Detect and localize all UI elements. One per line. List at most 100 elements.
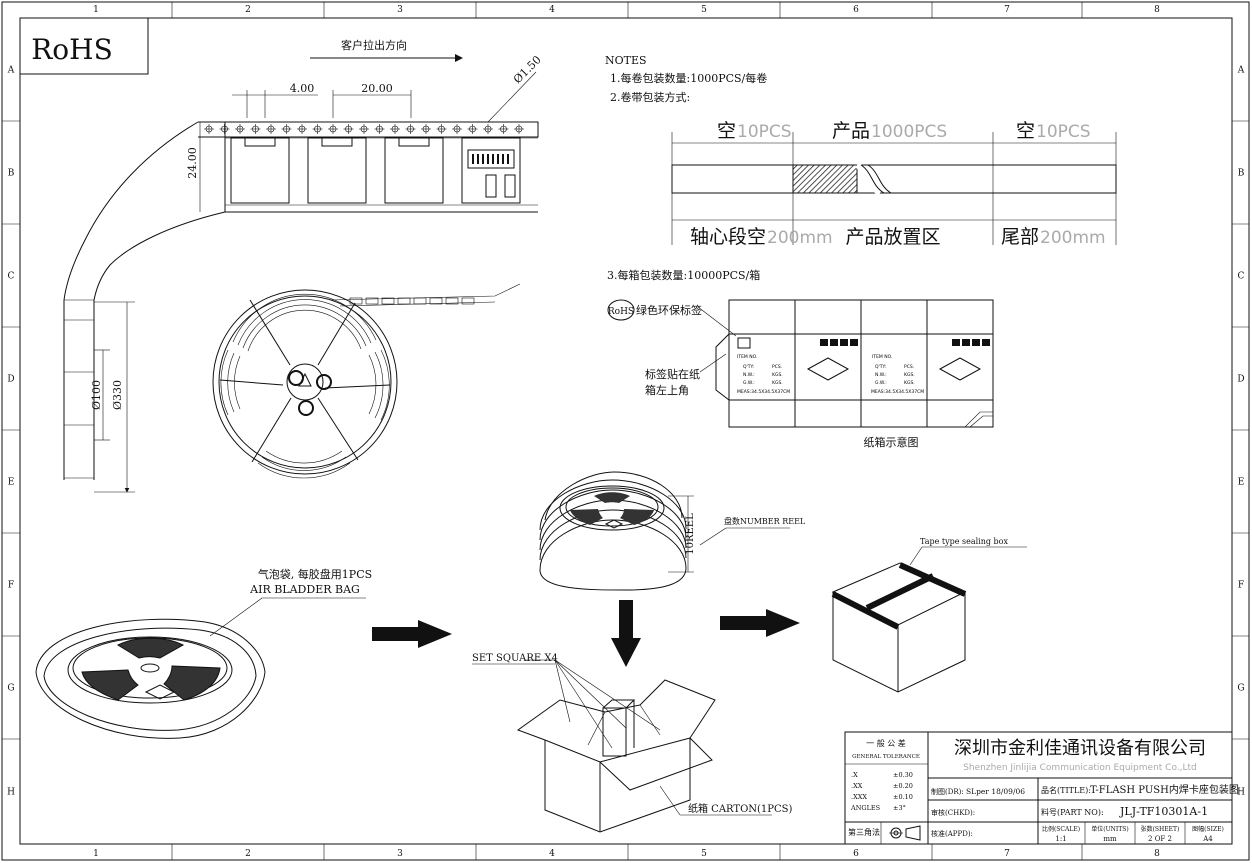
column-label: 1 — [93, 5, 99, 15]
company-name-cn: 深圳市金利佳通讯设备有限公司 — [954, 738, 1206, 759]
item-no-label: ITEM NO. — [737, 354, 757, 360]
drawn-by-label: 制图(DR): — [931, 787, 964, 796]
pull-direction-label: 客户拉出方向 — [341, 38, 407, 52]
tolerance-value: ±0.20 — [893, 782, 913, 790]
projection-label: 第三角法 — [848, 827, 880, 837]
reel-front-view — [212, 283, 521, 479]
tail-length: 200mm — [1040, 228, 1106, 248]
pocket-pitch-dimension: 20.00 — [361, 82, 393, 95]
row-label: D — [1237, 375, 1244, 385]
pitch-dimension: 4.00 — [290, 82, 315, 95]
product-qty: 1000PCS — [871, 122, 947, 142]
eco-label-text: 绿色环保标签 — [636, 303, 702, 317]
column-label: 5 — [701, 849, 707, 859]
pcs-unit-2: PCS. — [904, 364, 914, 370]
row-label: G — [1237, 684, 1244, 694]
carton-panel-left: ITEM NO. Q'TY: PCS. N.W.: KGS. G.W.: KGS… — [737, 354, 790, 395]
row-label: C — [1238, 272, 1245, 282]
tape-layout-diagram: 空 10PCS 产品 1000PCS 空 10PCS 轴心段空 200mm 产品… — [671, 120, 1117, 248]
meas-label: MEAS:34.5X34.5X37CM — [737, 389, 790, 395]
drawing-title: T-FLASH PUSH内焊卡座包装图 — [1090, 783, 1239, 796]
column-label: 7 — [1004, 5, 1010, 15]
bubble-bag-reel: 气泡袋, 每胶盘用1PCS AIR BLADDER BAG — [35, 567, 372, 739]
tolerance-value: ±3° — [893, 804, 906, 812]
reel-stack: 10REEL 盘数NUMBER REEL — [539, 471, 806, 591]
arrow-right-2 — [720, 609, 800, 637]
column-label: 4 — [549, 5, 555, 15]
nw-unit: KGS. — [772, 372, 783, 378]
row-label: E — [8, 478, 15, 488]
product-label: 产品 — [832, 120, 870, 142]
rohs-logo-text: RoHS — [31, 33, 113, 66]
gw-label-2: G.W.: — [875, 380, 887, 386]
row-label: C — [8, 272, 15, 282]
sheet-label: 张数(SHEET) — [1141, 825, 1180, 833]
scale-label: 比例(SCALE) — [1042, 825, 1080, 833]
size-label: 图幅(SIZE) — [1192, 825, 1224, 833]
row-label: G — [7, 684, 14, 694]
tolerance-key: .XX — [851, 782, 863, 790]
empty-lead-label: 空 — [717, 120, 736, 142]
carton-diagram-caption: 纸箱示意图 — [864, 435, 919, 449]
meas-label-2: MEAS:34.5X34.5X37CM — [871, 389, 924, 395]
nw-unit-2: KGS. — [904, 372, 915, 378]
row-label: D — [7, 375, 14, 385]
column-label: 6 — [853, 5, 859, 15]
column-label: 2 — [245, 5, 251, 15]
label-position-line-2: 箱左上角 — [645, 383, 689, 397]
rohs-badge: RoHS — [608, 307, 634, 317]
row-label: E — [1238, 478, 1245, 488]
company-name-en: Shenzhen Jinlijia Communication Equipmen… — [963, 763, 1197, 773]
size-value: A4 — [1202, 835, 1213, 843]
item-no-label-2: ITEM NO. — [872, 354, 892, 360]
projection-symbol-icon — [889, 825, 921, 841]
qty-label-2: Q'TY: — [875, 364, 886, 370]
product-zone-label: 产品放置区 — [845, 226, 940, 248]
part-no-label: 料号(PART NO): — [1041, 807, 1104, 817]
part-number: JLJ-TF10301A-1 — [1119, 805, 1208, 818]
row-label: H — [7, 788, 15, 798]
row-label: A — [1237, 66, 1245, 76]
process-arrows — [372, 600, 800, 667]
sheet-value: 2 OF 2 — [1148, 835, 1172, 843]
arrow-right-1 — [372, 620, 452, 648]
tape-width-dimension: 24.00 — [186, 147, 199, 179]
row-label: H — [1237, 788, 1245, 798]
note-3: 3.每箱包装数量:10000PCS/箱 — [607, 268, 760, 282]
tail-label: 尾部 — [1001, 226, 1039, 248]
notes-title: NOTES — [605, 54, 647, 67]
reel-stack-dimension: 10REEL — [685, 513, 696, 555]
approved-by-label: 核准(APPD): — [931, 829, 973, 838]
title-field-label: 品名(TITLE): — [1041, 785, 1091, 795]
carrier-tape-drawing: 客户拉出方向 4.00 20.00 Ø1.50 24.00 — [63, 38, 544, 493]
units-value: mm — [1103, 835, 1117, 843]
column-label: 5 — [701, 5, 707, 15]
label-position-line-1: 标签贴在纸 — [645, 367, 700, 381]
set-square-label: SET SQUARE X4 — [472, 653, 558, 664]
rohs-logo: RoHS — [19, 17, 149, 75]
title-block: 一 般 公 差 GENERAL TOLERANCE .X±0.30.XX±0.2… — [844, 731, 1239, 845]
arrow-down — [611, 600, 641, 667]
tolerance-value: ±0.30 — [893, 771, 913, 779]
reel-diameter-dimension: Ø330 — [111, 380, 124, 410]
hub-section-length: 200mm — [767, 228, 833, 248]
tape-pockets — [230, 137, 521, 204]
tolerance-key: .XXX — [851, 793, 867, 801]
column-label: 3 — [397, 849, 403, 859]
column-label: 2 — [245, 849, 251, 859]
tolerance-value: ±0.10 — [893, 793, 913, 801]
column-label: 3 — [397, 5, 403, 15]
column-label: 8 — [1154, 849, 1160, 859]
checked-by-label: 审核(CHKD): — [931, 808, 975, 817]
bubble-bag-label-en: AIR BLADDER BAG — [249, 583, 360, 596]
carton-label-diagram: RoHS 绿色环保标签 标签贴在纸 箱左上角 ITEM NO. Q'TY: PC… — [607, 299, 994, 449]
carton-panel-right: ITEM NO. Q'TY: PCS. N.W.: KGS. G.W.: KGS… — [871, 354, 924, 395]
pcs-unit: PCS. — [772, 364, 782, 370]
open-carton: SET SQUARE X4 纸箱 CARTON(1PCS) — [472, 653, 793, 833]
sealing-box-label: Tape type sealing box — [920, 537, 1008, 546]
row-label: B — [1238, 169, 1245, 179]
note-2: 2.卷带包装方式: — [610, 90, 690, 104]
